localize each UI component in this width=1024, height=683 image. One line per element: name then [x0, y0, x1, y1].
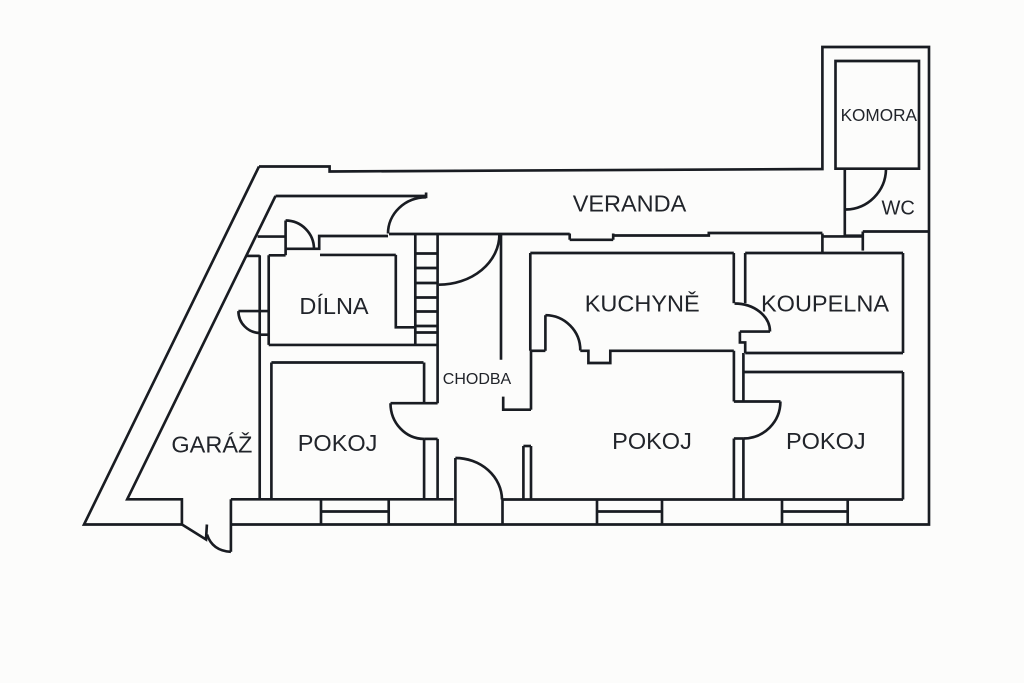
- svg-text:CHODBA: CHODBA: [443, 371, 512, 388]
- svg-text:DÍLNA: DÍLNA: [299, 293, 369, 319]
- svg-text:POKOJ: POKOJ: [612, 428, 692, 454]
- svg-text:WC: WC: [882, 197, 915, 219]
- svg-text:POKOJ: POKOJ: [786, 428, 866, 454]
- svg-text:KUCHYNĚ: KUCHYNĚ: [585, 291, 700, 317]
- svg-text:GARÁŽ: GARÁŽ: [171, 432, 252, 458]
- svg-text:VERANDA: VERANDA: [573, 191, 687, 217]
- svg-text:KOMORA: KOMORA: [841, 105, 918, 125]
- svg-text:POKOJ: POKOJ: [298, 430, 378, 456]
- svg-text:KOUPELNA: KOUPELNA: [761, 291, 889, 317]
